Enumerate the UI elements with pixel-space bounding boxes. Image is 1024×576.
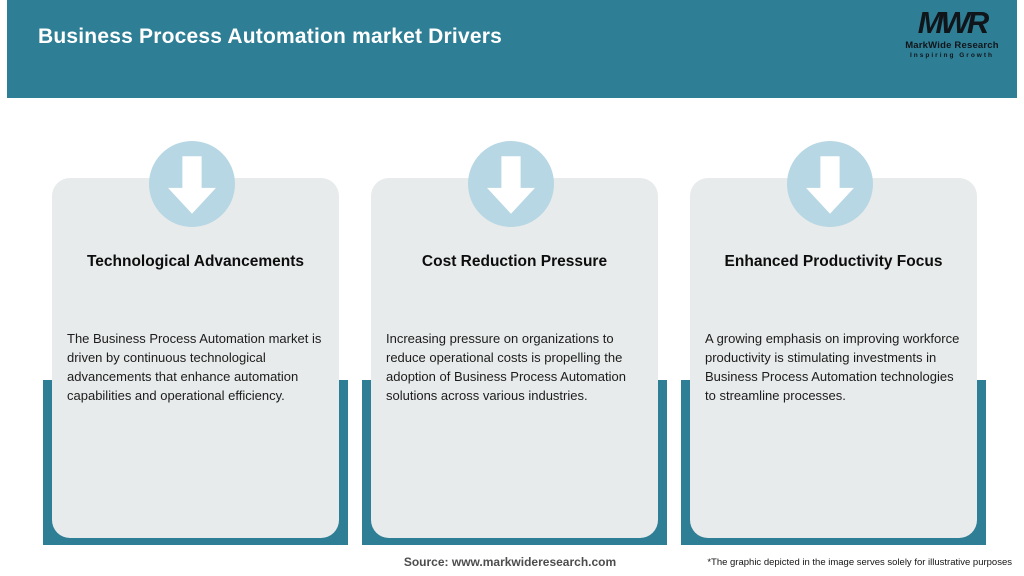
driver-card: Cost Reduction Pressure Increasing press… bbox=[362, 141, 667, 545]
card-body: Increasing pressure on organizations to … bbox=[386, 331, 626, 403]
card-panel bbox=[371, 178, 658, 538]
card-body: The Business Process Automation market i… bbox=[67, 331, 322, 403]
page-title: Business Process Automation market Drive… bbox=[38, 25, 502, 48]
driver-card: Enhanced Productivity Focus A growing em… bbox=[681, 141, 986, 545]
card-title: Cost Reduction Pressure bbox=[421, 253, 608, 270]
arrow-badge bbox=[787, 141, 873, 227]
logo-name: MarkWide Research bbox=[905, 40, 999, 51]
logo-tagline: Inspiring Growth bbox=[910, 52, 994, 59]
arrow-badge bbox=[149, 141, 235, 227]
source-text: Source: www.markwideresearch.com bbox=[403, 555, 617, 569]
card-panel bbox=[52, 178, 339, 538]
arrow-badge bbox=[468, 141, 554, 227]
arrow-down-icon bbox=[487, 154, 535, 214]
logo-monogram: MWR bbox=[917, 5, 989, 40]
card-body: A growing emphasis on improving workforc… bbox=[705, 331, 960, 403]
header-bar: Business Process Automation market Drive… bbox=[7, 0, 1017, 98]
card-panel bbox=[690, 178, 977, 538]
arrow-down-icon bbox=[806, 154, 854, 214]
brand-logo: MWR MarkWide Research Inspiring Growth bbox=[897, 5, 1007, 60]
card-title: Technological Advancements bbox=[86, 253, 305, 270]
arrow-down-icon bbox=[168, 154, 216, 214]
card-title: Enhanced Productivity Focus bbox=[724, 253, 943, 270]
disclaimer-text: *The graphic depicted in the image serve… bbox=[707, 557, 1012, 568]
driver-card: Technological Advancements The Business … bbox=[43, 141, 348, 545]
